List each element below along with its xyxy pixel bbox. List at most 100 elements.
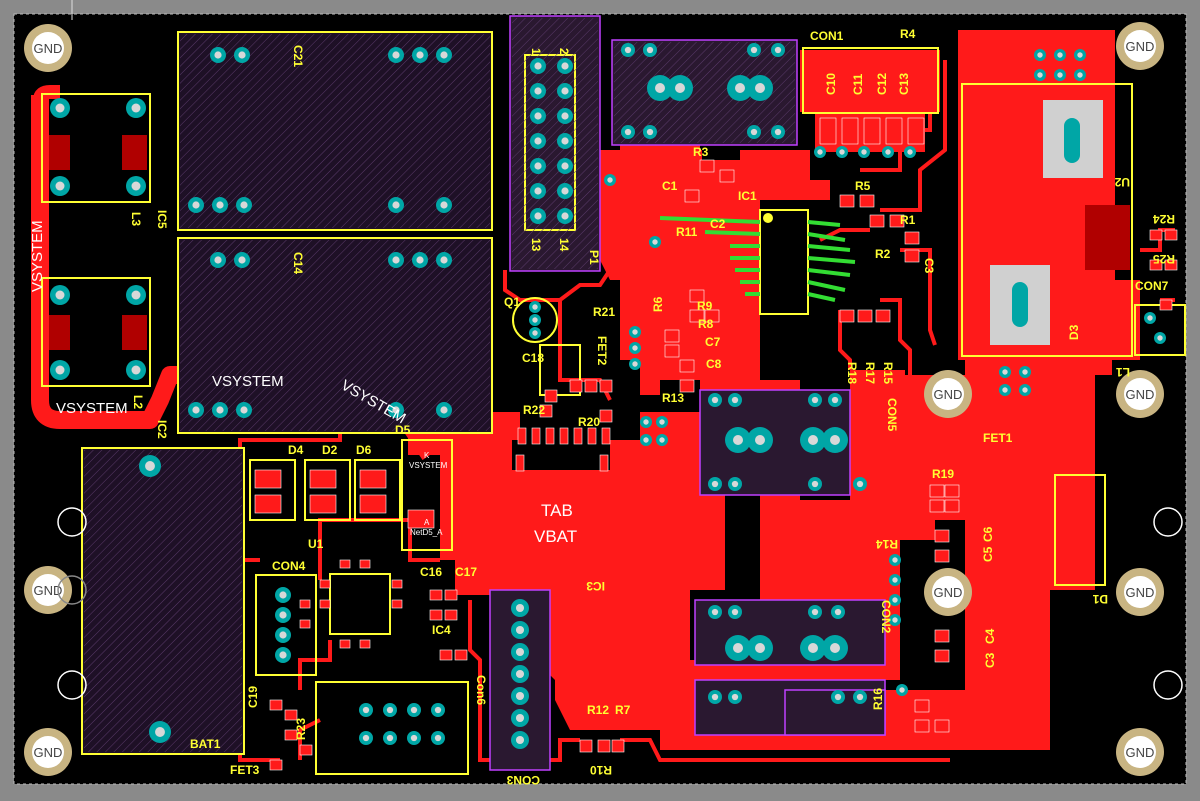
drill (1057, 52, 1063, 58)
label-fet3: FET3 (230, 763, 260, 777)
drill (238, 256, 246, 264)
label-con2: CON2 (879, 600, 893, 634)
vsystem-label-middle: VSYSTEM (212, 373, 284, 390)
label-con1: CON1 (810, 29, 844, 43)
smd-pad (839, 309, 855, 323)
mounting-hole: GND (1116, 22, 1164, 70)
con4-outline (255, 574, 317, 676)
label-q1: Q1 (504, 295, 520, 309)
ic1-pin1-dot (763, 213, 773, 223)
smd-pad (339, 639, 351, 649)
smd-pad (664, 344, 680, 358)
d4-outline (249, 459, 296, 521)
u2-slot-lower (1012, 282, 1028, 327)
smd-pad (284, 709, 298, 721)
smd-pad (907, 117, 925, 145)
label-fet2: FET2 (595, 336, 609, 366)
drill (632, 361, 638, 367)
smd-pad (531, 427, 541, 445)
drill (839, 149, 845, 155)
drill (515, 647, 525, 657)
smd-pad (539, 404, 553, 418)
mounting-hole-label: GND (1126, 387, 1155, 402)
label-c8: C8 (706, 357, 722, 371)
smd-pad (254, 494, 282, 514)
label-r14: R14 (876, 537, 898, 551)
drill (440, 406, 448, 414)
drill (1002, 369, 1008, 375)
mounting-hole-label: GND (34, 41, 63, 56)
label-pin2: 2 (557, 48, 571, 55)
drill (731, 693, 739, 701)
smd-pad (684, 189, 700, 203)
label-r12: R12 (587, 703, 609, 717)
drill (1002, 387, 1008, 393)
drill (733, 435, 743, 445)
drill (561, 212, 569, 220)
drill (1077, 52, 1083, 58)
drill (755, 643, 765, 653)
mounting-hole: GND (924, 568, 972, 616)
label-r10: R10 (590, 763, 612, 777)
drill (214, 256, 222, 264)
smd-pad (269, 759, 283, 771)
vsystem-label-vertical: VSYSTEM (29, 220, 46, 292)
drill (675, 83, 685, 93)
drill (831, 396, 839, 404)
drill (192, 406, 200, 414)
drill (643, 437, 649, 443)
drill (830, 643, 840, 653)
smd-pad (359, 639, 371, 649)
smd-pad (517, 427, 527, 445)
label-u2: U2 (1114, 175, 1130, 189)
drill (632, 345, 638, 351)
smd-pad (1164, 229, 1178, 241)
drill (410, 734, 418, 742)
smd-pad (689, 309, 705, 323)
drill (534, 137, 542, 145)
label-con6: Con6 (474, 675, 488, 705)
label-p1: P1 (587, 250, 601, 265)
drill (811, 480, 819, 488)
drill (440, 256, 448, 264)
label-c13: C13 (897, 73, 911, 95)
drill (731, 608, 739, 616)
mounting-hole-label: GND (34, 745, 63, 760)
smd-pad (679, 379, 695, 393)
con2-body (694, 599, 886, 666)
u2-slot-upper (1064, 118, 1080, 163)
drill (392, 256, 400, 264)
drill (856, 693, 864, 701)
drill (131, 290, 141, 300)
smd-pad (699, 159, 715, 173)
drill (1022, 387, 1028, 393)
drill (811, 396, 819, 404)
drill (711, 396, 719, 404)
smd-pad (544, 389, 558, 403)
drill (561, 112, 569, 120)
drill (279, 651, 287, 659)
mounting-hole: GND (24, 728, 72, 776)
d5-a-letter: A (424, 518, 430, 527)
smd-pad (391, 599, 403, 609)
drill (386, 734, 394, 742)
smd-pad (944, 484, 960, 498)
smd-pad (559, 427, 569, 445)
smd-pad (1159, 299, 1173, 311)
drill (534, 162, 542, 170)
con6-outline (315, 681, 469, 775)
drill (1022, 369, 1028, 375)
drill (808, 435, 818, 445)
label-d2: D2 (322, 443, 338, 457)
smd-pad (299, 599, 311, 609)
smd-pad (885, 117, 903, 145)
smd-pad (875, 309, 891, 323)
smd-pad (391, 579, 403, 589)
smd-pad (587, 427, 597, 445)
drill (735, 83, 745, 93)
smd-pad (719, 169, 735, 183)
drill (774, 46, 782, 54)
con1-outline (802, 47, 939, 114)
drill (659, 419, 665, 425)
